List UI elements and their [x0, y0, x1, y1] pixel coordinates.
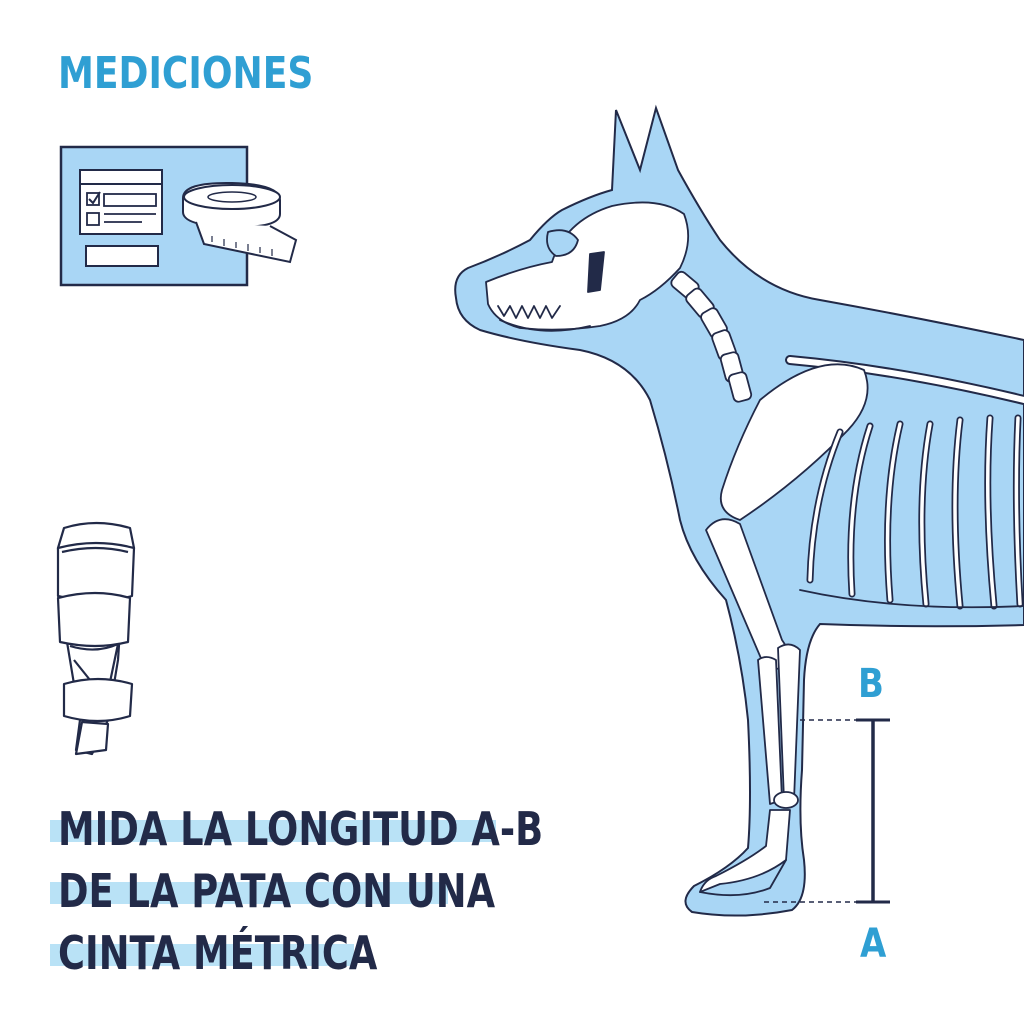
instruction-line: DE LA PATA CON UNA: [50, 862, 520, 924]
measurement-label-top: B: [858, 661, 884, 707]
instruction-text: CINTA MÉTRICA: [58, 926, 378, 980]
text-highlight: [50, 882, 448, 904]
text-highlight: [50, 944, 354, 966]
instruction-text: DE LA PATA CON UNA: [58, 864, 496, 918]
leg-brace-icon: [56, 521, 136, 756]
dog-skeleton: [485, 201, 1024, 897]
measurement-indicator: [764, 718, 890, 904]
instruction-line: CINTA MÉTRICA: [50, 924, 520, 986]
instruction-line: MIDA LA LONGITUD A-B: [50, 800, 543, 862]
measurement-label-bottom: A: [860, 921, 887, 967]
text-highlight: [50, 820, 496, 842]
measuring-tape-icon: [182, 181, 298, 264]
page-title: MEDICIONES: [58, 48, 314, 99]
instructions-block: MIDA LA LONGITUD A-B DE LA PATA CON UNA …: [50, 800, 543, 986]
instruction-text: MIDA LA LONGITUD A-B: [58, 802, 544, 856]
